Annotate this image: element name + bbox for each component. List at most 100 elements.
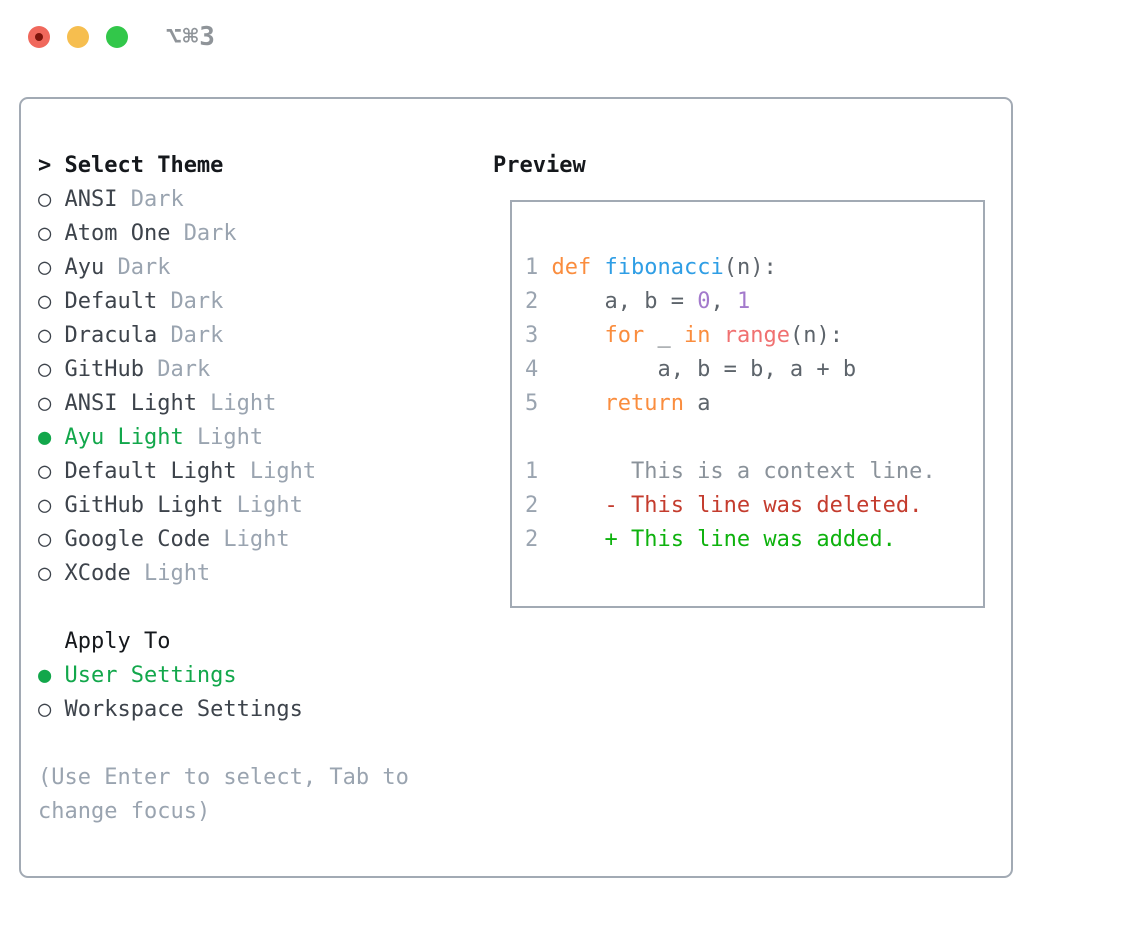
line-number: 2	[525, 289, 539, 314]
preview-code-line: 2 - This line was deleted.	[525, 489, 973, 523]
theme-variant-label: Light	[210, 391, 277, 416]
code-token: (n):	[723, 255, 777, 280]
radio-unselected-icon: ○	[38, 323, 52, 348]
radio-unselected-icon: ○	[38, 187, 52, 212]
code-token: range	[723, 323, 790, 348]
theme-variant-label: Dark	[183, 221, 237, 246]
option-label: Ayu Light	[64, 425, 184, 450]
theme-variant-label: Dark	[117, 255, 171, 280]
code-token: a, b = b, a + b	[551, 357, 857, 382]
line-number: 1	[525, 255, 539, 280]
preview-code-line: 2 + This line was added.	[525, 523, 973, 557]
preview-code-line: 2 a, b = 0, 1	[525, 285, 973, 319]
radio-unselected-icon: ○	[38, 527, 52, 552]
close-button[interactable]	[28, 26, 50, 48]
code-token: fibonacci	[604, 255, 724, 280]
option-label: Default	[64, 289, 158, 314]
theme-variant-label: Dark	[130, 187, 184, 212]
option-label: XCode	[64, 561, 131, 586]
option-label: ANSI	[64, 187, 118, 212]
help-text-line-1: (Use Enter to select, Tab to	[38, 765, 409, 790]
radio-unselected-icon: ○	[38, 493, 52, 518]
code-token: _	[644, 323, 684, 348]
code-token: def	[551, 255, 592, 280]
radio-selected-icon: ●	[38, 663, 52, 688]
preview-code-line: 5 return a	[525, 387, 973, 421]
theme-list-item[interactable]: ○ Ayu Dark	[38, 251, 478, 285]
line-number: 5	[525, 391, 539, 416]
code-token: 0	[697, 289, 711, 314]
option-label: Atom One	[64, 221, 171, 246]
option-label: Dracula	[64, 323, 158, 348]
spacer-row	[38, 591, 478, 625]
preview-code-line: 3 for _ in range(n):	[525, 319, 973, 353]
theme-variant-label: Dark	[157, 357, 211, 382]
theme-variant-label: Light	[196, 425, 264, 450]
code-token: - This line was deleted.	[551, 493, 923, 518]
radio-unselected-icon: ○	[38, 357, 52, 382]
code-token: 1	[736, 289, 751, 314]
apply-to-header-label: Apply To	[64, 629, 171, 654]
select-theme-header-label: Select Theme	[64, 153, 224, 178]
theme-variant-label: Light	[249, 459, 317, 484]
option-label: Workspace Settings	[64, 697, 303, 722]
option-label: Ayu	[64, 255, 105, 280]
code-token: ,	[710, 289, 737, 314]
radio-selected-icon: ●	[38, 425, 52, 450]
code-token	[591, 255, 604, 280]
code-token	[551, 323, 604, 348]
line-number: 1	[525, 459, 539, 484]
preview-header: Preview	[493, 153, 586, 178]
preview-code-line	[525, 421, 973, 455]
radio-unselected-icon: ○	[38, 697, 52, 722]
line-number: 3	[525, 323, 539, 348]
theme-variant-label: Light	[223, 527, 290, 552]
window-title: ⌥⌘3	[166, 22, 216, 52]
zoom-button[interactable]	[106, 26, 128, 48]
theme-variant-label: Dark	[170, 323, 224, 348]
code-token: (n):	[789, 323, 843, 348]
preview-code-line: 4 a, b = b, a + b	[525, 353, 973, 387]
line-number: 2	[525, 527, 539, 552]
apply-to-option[interactable]: ● User Settings	[38, 659, 478, 693]
code-token: return	[604, 391, 684, 416]
code-token: a	[683, 391, 711, 416]
apply-to-header: Apply To	[38, 625, 478, 659]
radio-unselected-icon: ○	[38, 459, 52, 484]
code-token: + This line was added.	[551, 527, 896, 552]
theme-list-item[interactable]: ○ Dracula Dark	[38, 319, 478, 353]
theme-list-item[interactable]: ○ Atom One Dark	[38, 217, 478, 251]
radio-unselected-icon: ○	[38, 561, 52, 586]
theme-variant-label: Light	[143, 561, 211, 586]
code-token	[710, 323, 723, 348]
preview-code-line: 1 This is a context line.	[525, 455, 973, 489]
pointer-icon: >	[38, 153, 52, 178]
minimize-button[interactable]	[67, 26, 89, 48]
code-token: in	[683, 323, 711, 348]
code-token	[551, 391, 604, 416]
code-token: This is a context line.	[551, 459, 936, 484]
option-label: Google Code	[64, 527, 211, 552]
radio-unselected-icon: ○	[38, 221, 52, 246]
radio-unselected-icon: ○	[38, 289, 52, 314]
select-theme-header: > Select Theme	[38, 149, 478, 183]
theme-list-item[interactable]: ○ Google Code Light	[38, 523, 478, 557]
theme-list-item[interactable]: ● Ayu Light Light	[38, 421, 478, 455]
apply-to-option[interactable]: ○ Workspace Settings	[38, 693, 478, 727]
theme-list-item[interactable]: ○ ANSI Dark	[38, 183, 478, 217]
line-number: 4	[525, 357, 539, 382]
help-text-line-2: change focus)	[38, 799, 211, 824]
code-token: for	[604, 323, 645, 348]
option-label: User Settings	[64, 663, 237, 688]
option-label: GitHub Light	[64, 493, 224, 518]
radio-unselected-icon: ○	[38, 255, 52, 280]
theme-list-item[interactable]: ○ XCode Light	[38, 557, 478, 591]
